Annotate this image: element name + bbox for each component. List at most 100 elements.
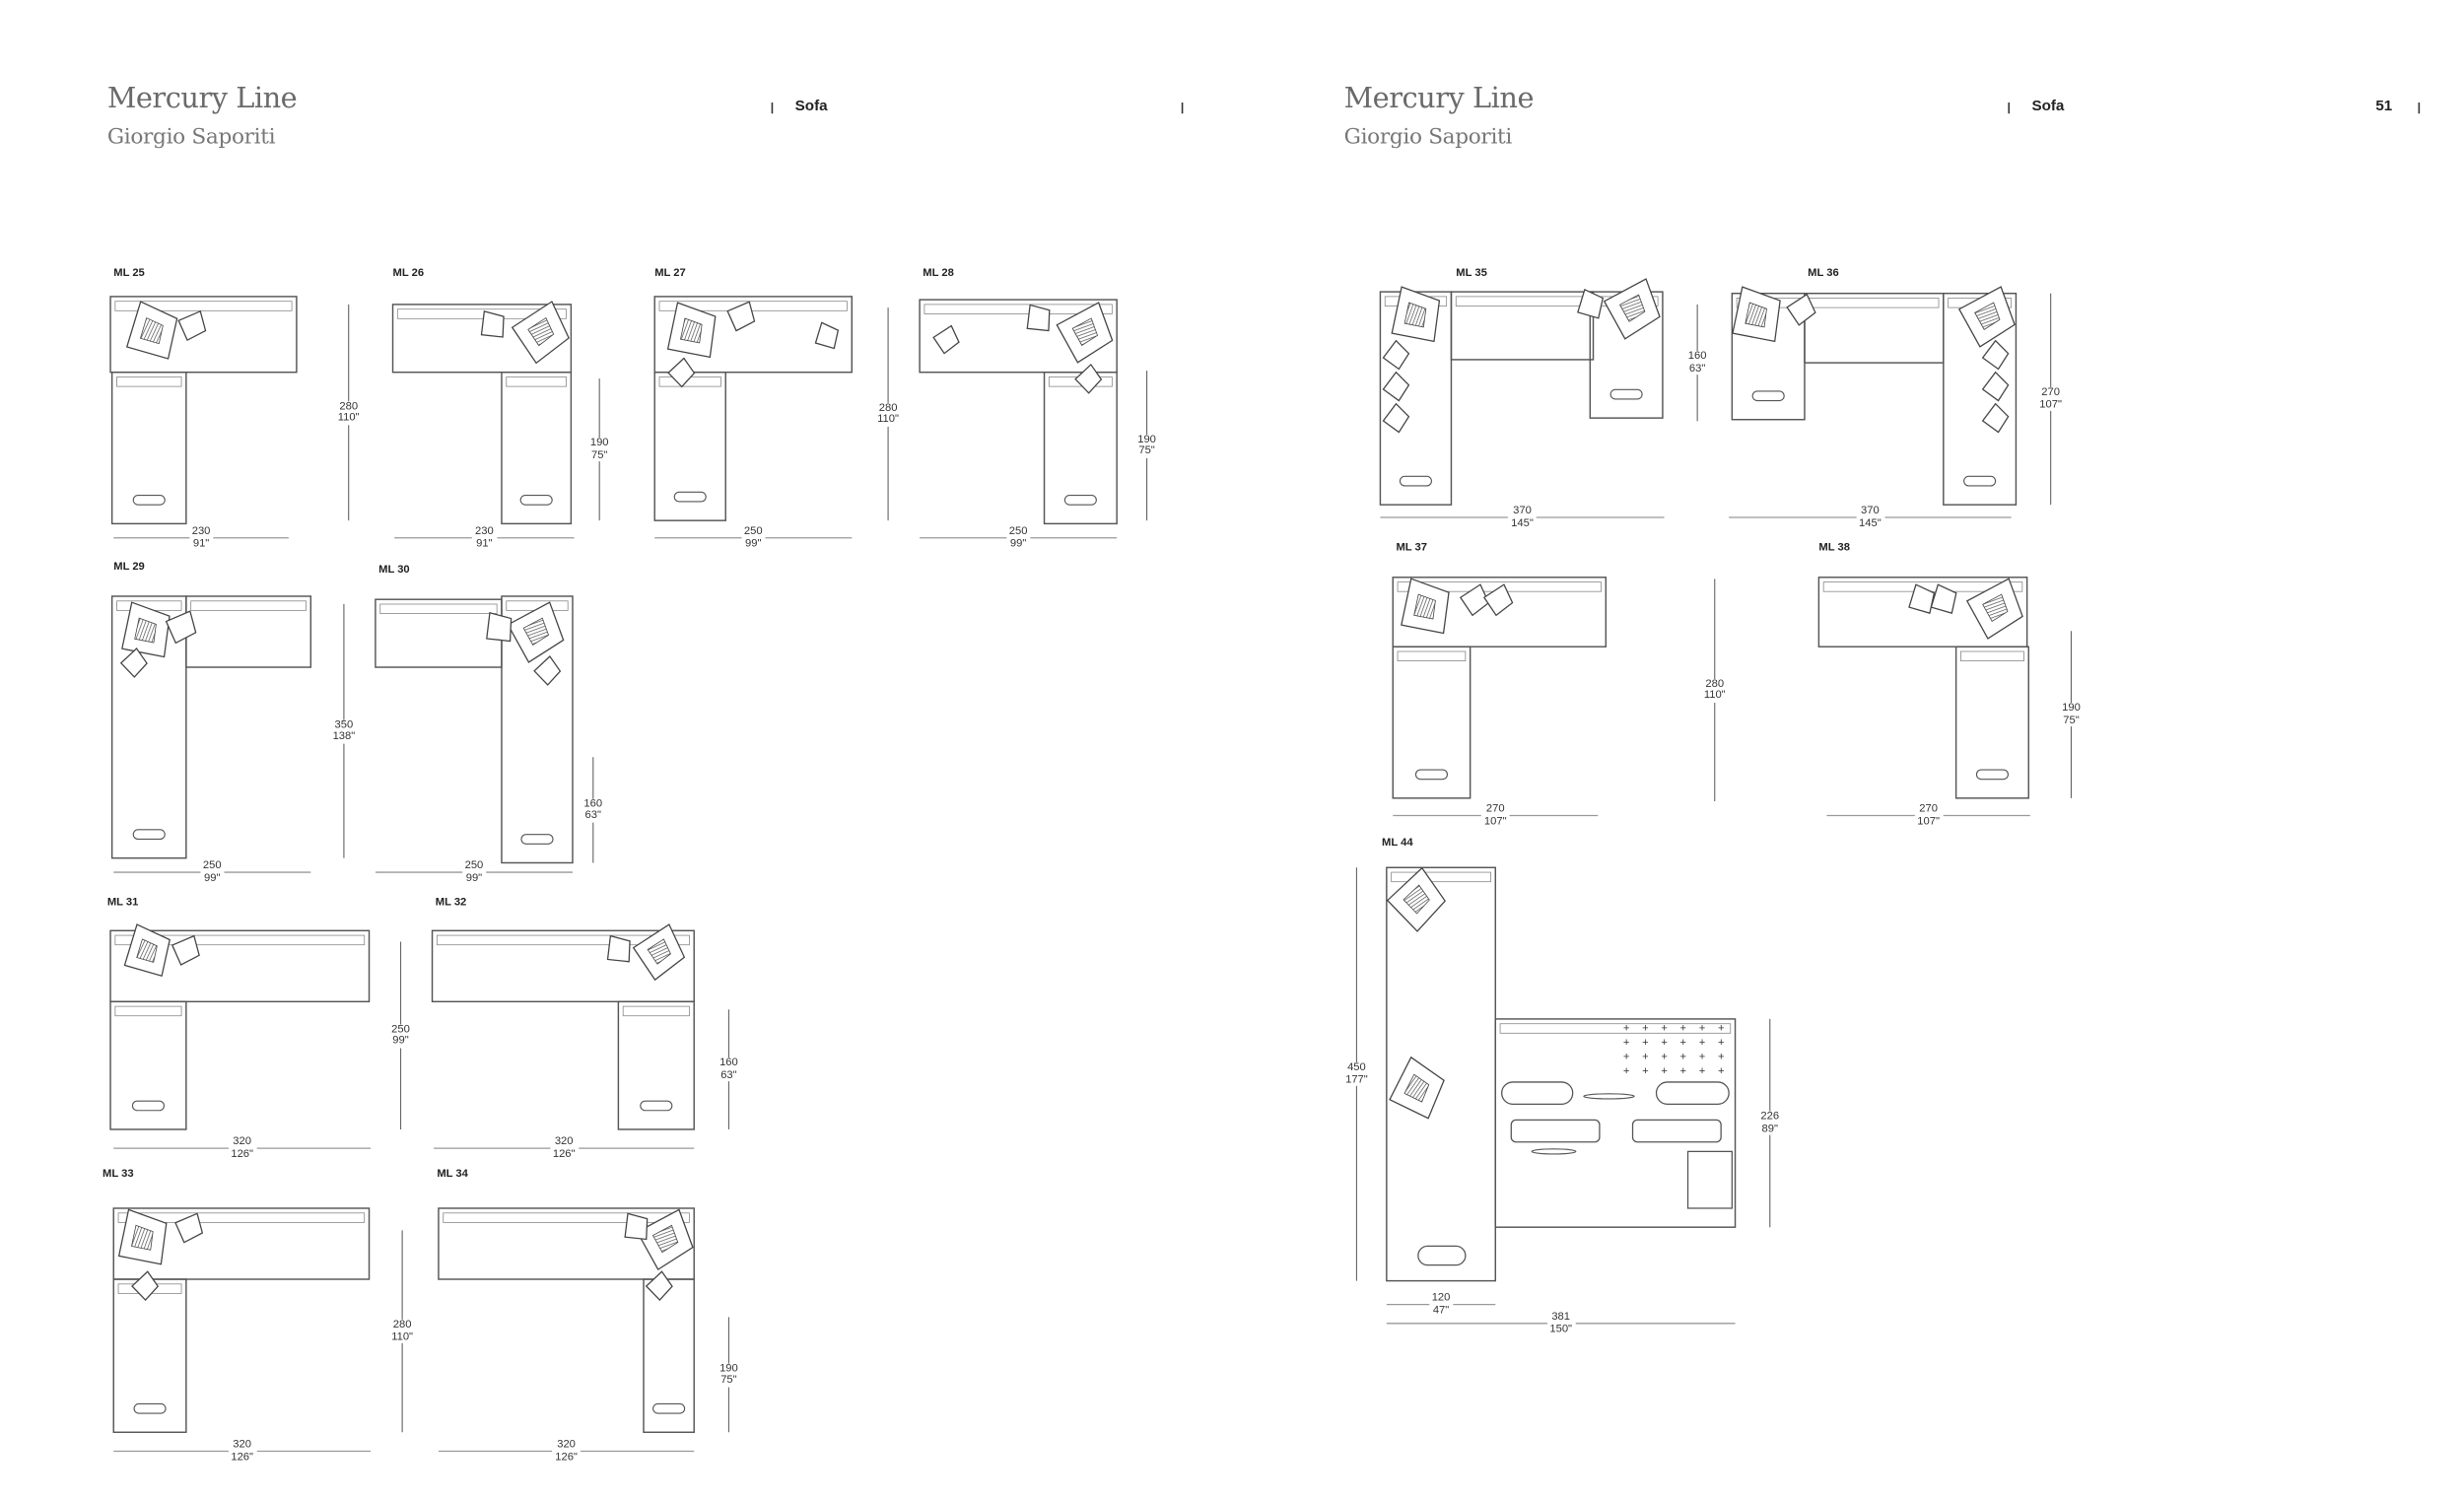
backrest-outline <box>116 376 182 387</box>
diagram-code: ML 37 <box>1396 542 1428 554</box>
sofa-module-outline <box>110 371 187 525</box>
dimension-cm: 230 <box>191 525 211 537</box>
diagram-code: ML 34 <box>437 1168 468 1181</box>
dimension-cm: 230 <box>475 525 494 537</box>
fabric-pattern-mark: + <box>1661 1052 1668 1063</box>
dimension-inches: 138" <box>332 730 356 743</box>
dimension-inches: 89" <box>1761 1123 1778 1134</box>
sofa-module-outline <box>185 595 312 668</box>
dimension-cm: 270 <box>1919 803 1938 815</box>
fabric-pattern-mark: + <box>1718 1052 1725 1063</box>
fabric-pattern-mark: + <box>1718 1037 1725 1049</box>
backrest-outline <box>114 934 366 946</box>
sofa-module-outline <box>1954 646 2029 799</box>
throw-pillow <box>1382 402 1410 434</box>
backrest-outline <box>114 1005 182 1017</box>
backrest-outline <box>443 1212 690 1223</box>
dimension-cm: 250 <box>391 1023 410 1035</box>
sofa-module-outline <box>1817 577 2028 648</box>
dimension-inches: 75" <box>590 449 608 461</box>
sofa-module-outline <box>919 299 1118 374</box>
page-title: Mercury Line <box>106 82 298 115</box>
side-table <box>1686 1150 1733 1209</box>
bolster-cushion <box>519 494 553 506</box>
sofa-module-outline <box>653 296 853 374</box>
fabric-pattern-mark: + <box>1642 1037 1649 1049</box>
diagram-code: ML 33 <box>103 1168 134 1181</box>
dimension-cm: 250 <box>202 860 222 872</box>
pillow-pattern <box>1413 593 1436 620</box>
backrest-outline <box>396 308 567 319</box>
bolster-cushion <box>132 829 166 841</box>
throw-pillow <box>1930 583 1957 614</box>
throw-pillow <box>486 611 513 643</box>
throw-pillow <box>533 655 562 686</box>
pillow-pattern <box>1403 884 1430 915</box>
dimension-inches: 99" <box>392 1035 409 1047</box>
sofa-module-outline <box>110 595 187 859</box>
pillow-pattern <box>139 317 164 345</box>
bolster-cushion <box>133 1402 167 1414</box>
dimension-inches: 63" <box>1688 363 1706 375</box>
tray-table <box>1583 1093 1635 1100</box>
dimension-inches: 63" <box>584 809 602 822</box>
sofa-module-outline <box>391 304 573 374</box>
pillow-pattern <box>1403 1073 1430 1103</box>
sofa-module-outline <box>375 598 503 668</box>
throw-pillow <box>624 1212 649 1241</box>
pillow-pattern <box>1982 593 2009 623</box>
fabric-pattern-mark: + <box>1680 1065 1687 1077</box>
backrest-outline <box>117 1212 366 1223</box>
dimension-cm: 320 <box>554 1136 574 1148</box>
dimension-cm: 226 <box>1760 1111 1780 1123</box>
dimension-cm: 160 <box>1687 351 1707 363</box>
dimension-cm: 250 <box>464 860 484 872</box>
backrest-outline <box>190 600 307 611</box>
diagram-code: ML 26 <box>392 268 425 280</box>
bolster-cushion <box>1751 390 1785 402</box>
throw-pillow <box>480 310 505 338</box>
sofa-module-outline <box>1804 292 1945 364</box>
fabric-pattern-mark: + <box>1718 1065 1725 1077</box>
dimension-cm: 190 <box>589 438 609 449</box>
dimension-inches: 47" <box>1432 1304 1450 1316</box>
section-label: Sofa <box>2031 98 2065 115</box>
throw-pillow <box>1786 293 1816 326</box>
bolster-cushion <box>1063 494 1097 506</box>
diagram-code: ML 36 <box>1808 268 1839 280</box>
fabric-pattern-mark: + <box>1661 1037 1668 1049</box>
throw-pillow <box>645 1270 673 1302</box>
fabric-pattern-mark: + <box>1699 1052 1706 1063</box>
dimension-inches: 75" <box>1138 445 1155 457</box>
fabric-pattern-mark: + <box>1680 1052 1687 1063</box>
diagram-code: ML 30 <box>378 564 410 577</box>
pillow-pattern <box>136 938 158 963</box>
dimension-cm: 381 <box>1551 1311 1571 1324</box>
fabric-pattern-mark: + <box>1680 1023 1687 1035</box>
dimension-cm: 280 <box>1705 678 1725 690</box>
pillow-pattern <box>1403 302 1427 328</box>
fabric-pattern-mark: + <box>1680 1037 1687 1049</box>
backrest-outline <box>1455 296 1590 307</box>
dimension-cm: 280 <box>339 400 359 412</box>
dimension-cm: 270 <box>2041 386 2060 399</box>
dimension-inches: 75" <box>720 1374 737 1387</box>
backrest-outline <box>114 301 293 311</box>
backrest-outline <box>1960 650 2024 662</box>
pillow-pattern <box>527 316 555 347</box>
bolster-cushion <box>131 1100 166 1112</box>
